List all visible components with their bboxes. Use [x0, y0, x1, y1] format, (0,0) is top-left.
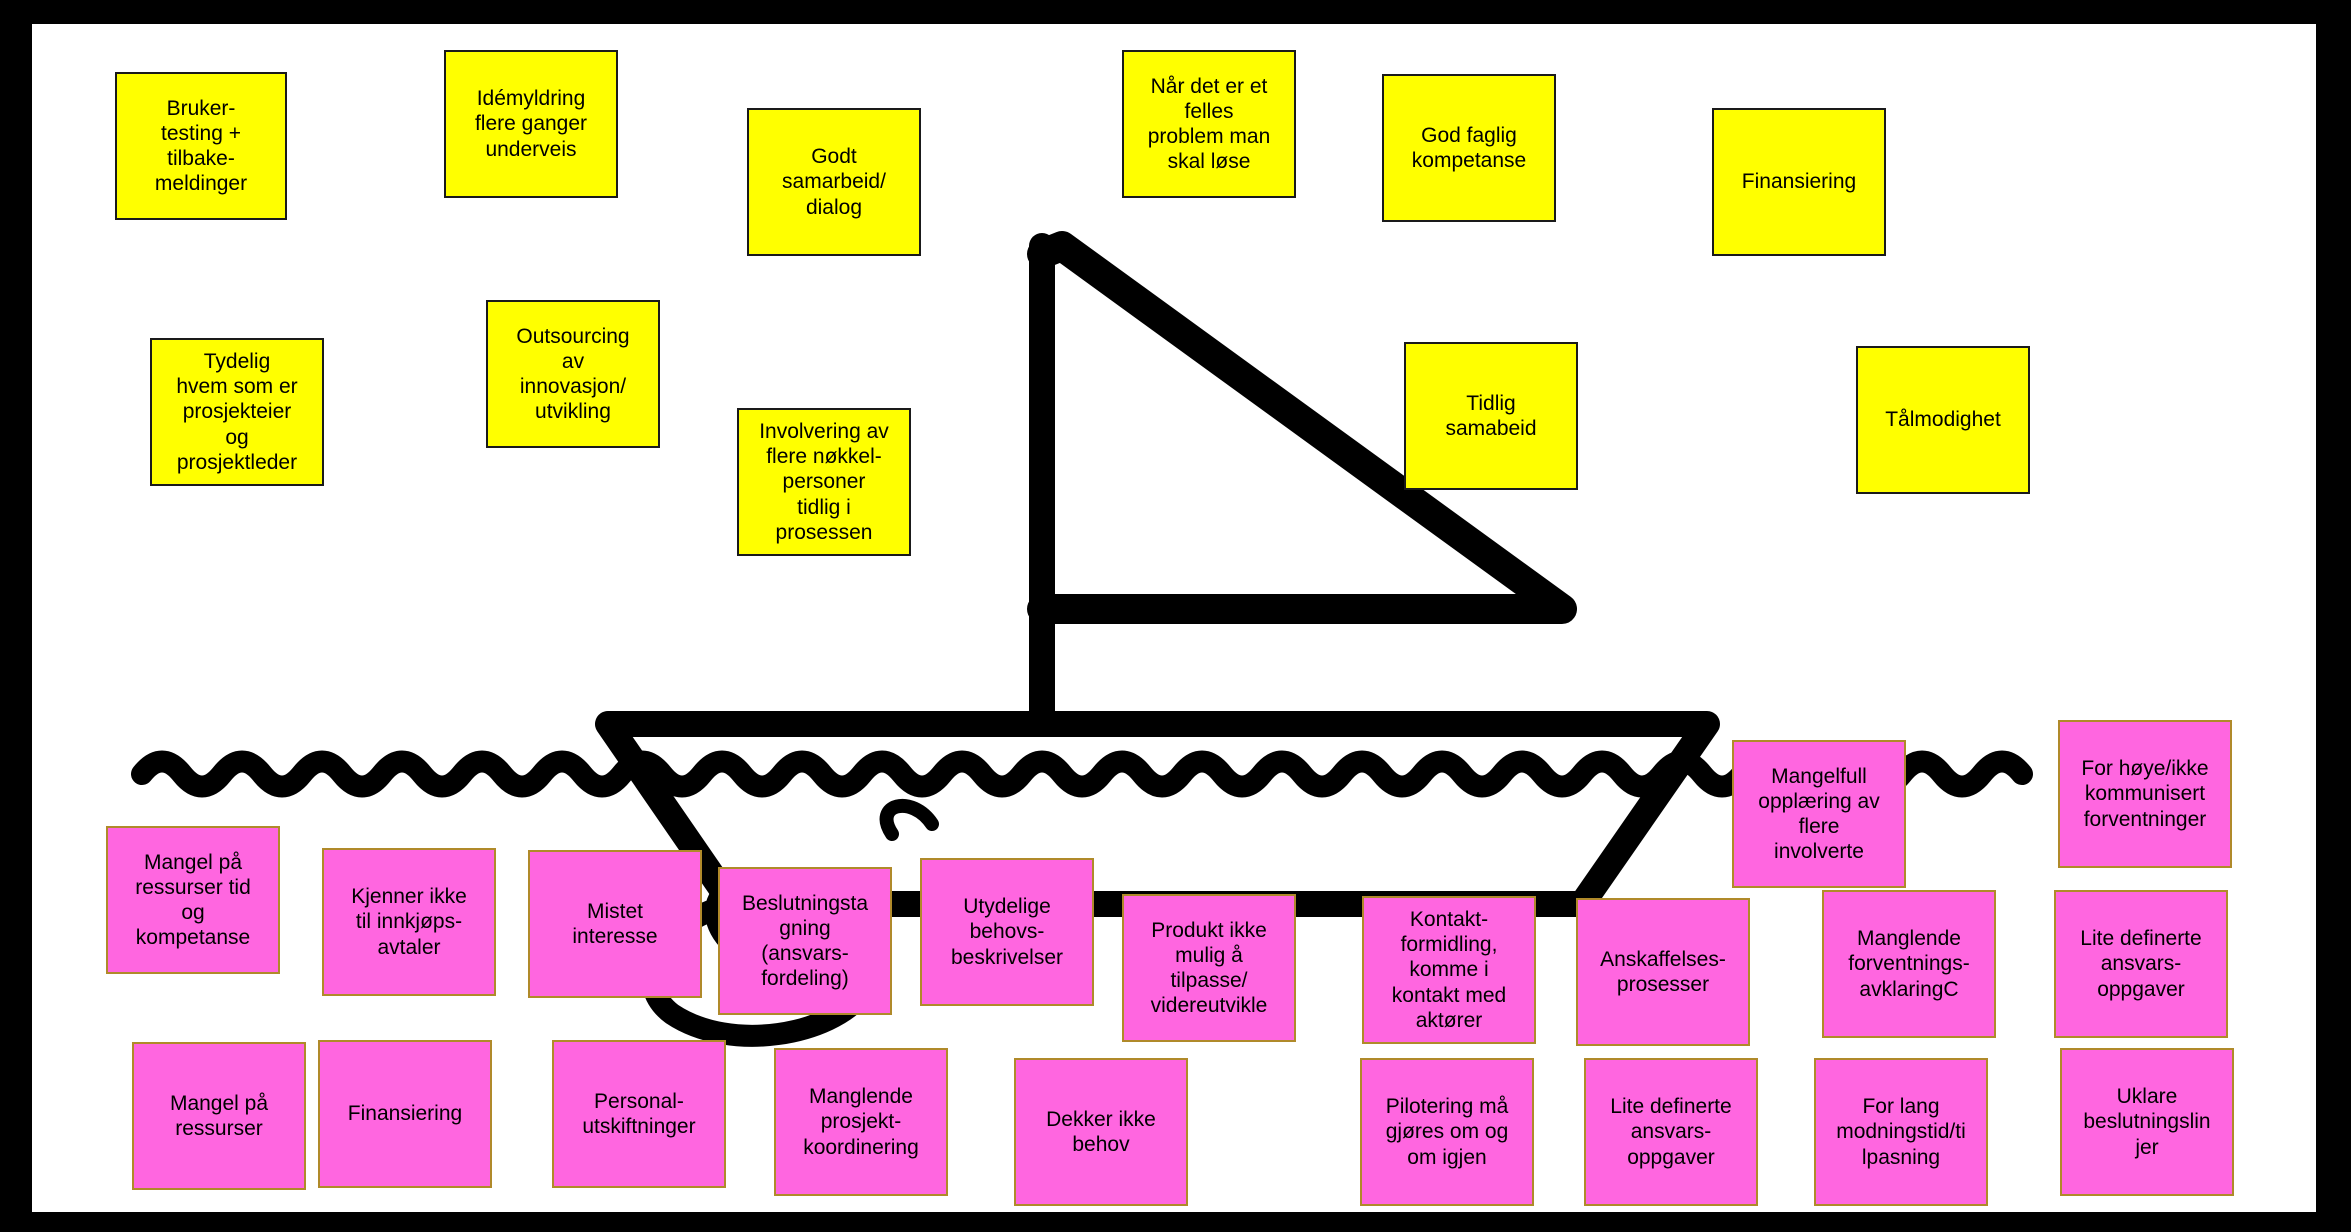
positive-note: Finansiering	[1712, 108, 1886, 256]
anchor-loop	[879, 799, 939, 841]
positive-note: Bruker- testing + tilbake- meldinger	[115, 72, 287, 220]
negative-note: Utydelige behovs- beskrivelser	[920, 858, 1094, 1006]
negative-note: Lite definerte ansvars- oppgaver	[1584, 1058, 1758, 1206]
negative-note: Manglende forventnings- avklaringC	[1822, 890, 1996, 1038]
negative-note: Lite definerte ansvars- oppgaver	[2054, 890, 2228, 1038]
negative-note: Produkt ikke mulig å tilpasse/ videreutv…	[1122, 894, 1296, 1042]
boat-sail	[1027, 231, 1577, 624]
negative-note: Kjenner ikke til innkjøps- avtaler	[322, 848, 496, 996]
positive-note: God faglig kompetanse	[1382, 74, 1556, 222]
positive-note: Godt samarbeid/ dialog	[747, 108, 921, 256]
negative-note: Beslutningsta gning (ansvars- fordeling)	[718, 867, 892, 1015]
positive-note: Idémyldring flere ganger underveis	[444, 50, 618, 198]
negative-note: For høye/ikke kommunisert forventninger	[2058, 720, 2232, 868]
negative-note: Pilotering må gjøres om og om igjen	[1360, 1058, 1534, 1206]
positive-note: Tålmodighet	[1856, 346, 2030, 494]
positive-note: Tydelig hvem som er prosjekteier og pros…	[150, 338, 324, 486]
negative-note: Dekker ikke behov	[1014, 1058, 1188, 1206]
positive-note: Tidlig samabeid	[1404, 342, 1578, 490]
positive-note: Outsourcing av innovasjon/ utvikling	[486, 300, 660, 448]
positive-note: Involvering av flere nøkkel- personer ti…	[737, 408, 911, 556]
negative-note: Mangelfull opplæring av flere involverte	[1732, 740, 1906, 888]
negative-note: Kontakt- formidling, komme i kontakt med…	[1362, 896, 1536, 1044]
negative-note: For lang modningstid/ti lpasning	[1814, 1058, 1988, 1206]
negative-note: Manglende prosjekt- koordinering	[774, 1048, 948, 1196]
wave-line	[131, 750, 2033, 798]
negative-note: Personal- utskiftninger	[552, 1040, 726, 1188]
negative-note: Mangel på ressurser	[132, 1042, 306, 1190]
negative-note: Anskaffelses- prosesser	[1576, 898, 1750, 1046]
negative-note: Mangel på ressurser tid og kompetanse	[106, 826, 280, 974]
whiteboard: Bruker- testing + tilbake- meldinger Idé…	[32, 24, 2316, 1212]
negative-note: Uklare beslutningslin jer	[2060, 1048, 2234, 1196]
negative-note: Finansiering	[318, 1040, 492, 1188]
positive-note: Når det er et felles problem man skal lø…	[1122, 50, 1296, 198]
negative-note: Mistet interesse	[528, 850, 702, 998]
